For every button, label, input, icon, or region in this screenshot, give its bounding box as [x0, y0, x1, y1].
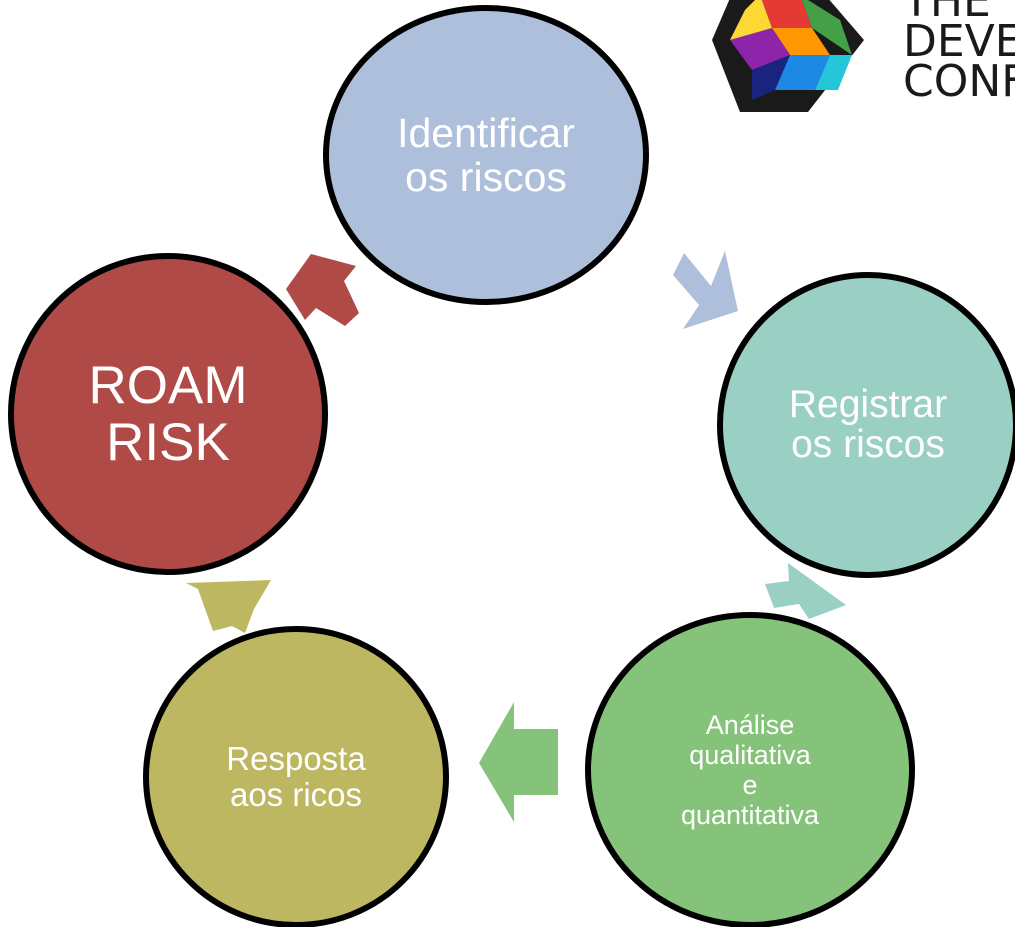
- node-analise-circle: [585, 612, 915, 927]
- node-identificar-circle: [323, 5, 649, 305]
- node-roam-circle: [8, 253, 328, 575]
- node-registrar-circle: [717, 272, 1015, 578]
- arrow-registrar-to-analise: [765, 563, 846, 619]
- logo-cube-icon: [712, 0, 864, 112]
- logo-line-1: THE: [903, 0, 991, 27]
- arrow-roam-to-identificar: [286, 254, 359, 326]
- node-resposta-circle: [143, 626, 449, 927]
- arrow-resposta-to-roam: [186, 580, 271, 633]
- arrow-analise-to-resposta: [479, 702, 558, 822]
- logo-wordmark: THE DEVE CONF: [903, 0, 1015, 107]
- logo-line-3: CONF: [903, 56, 1015, 107]
- logo-line-2: DEVE: [903, 16, 1015, 67]
- arrow-identificar-to-registrar: [673, 251, 738, 329]
